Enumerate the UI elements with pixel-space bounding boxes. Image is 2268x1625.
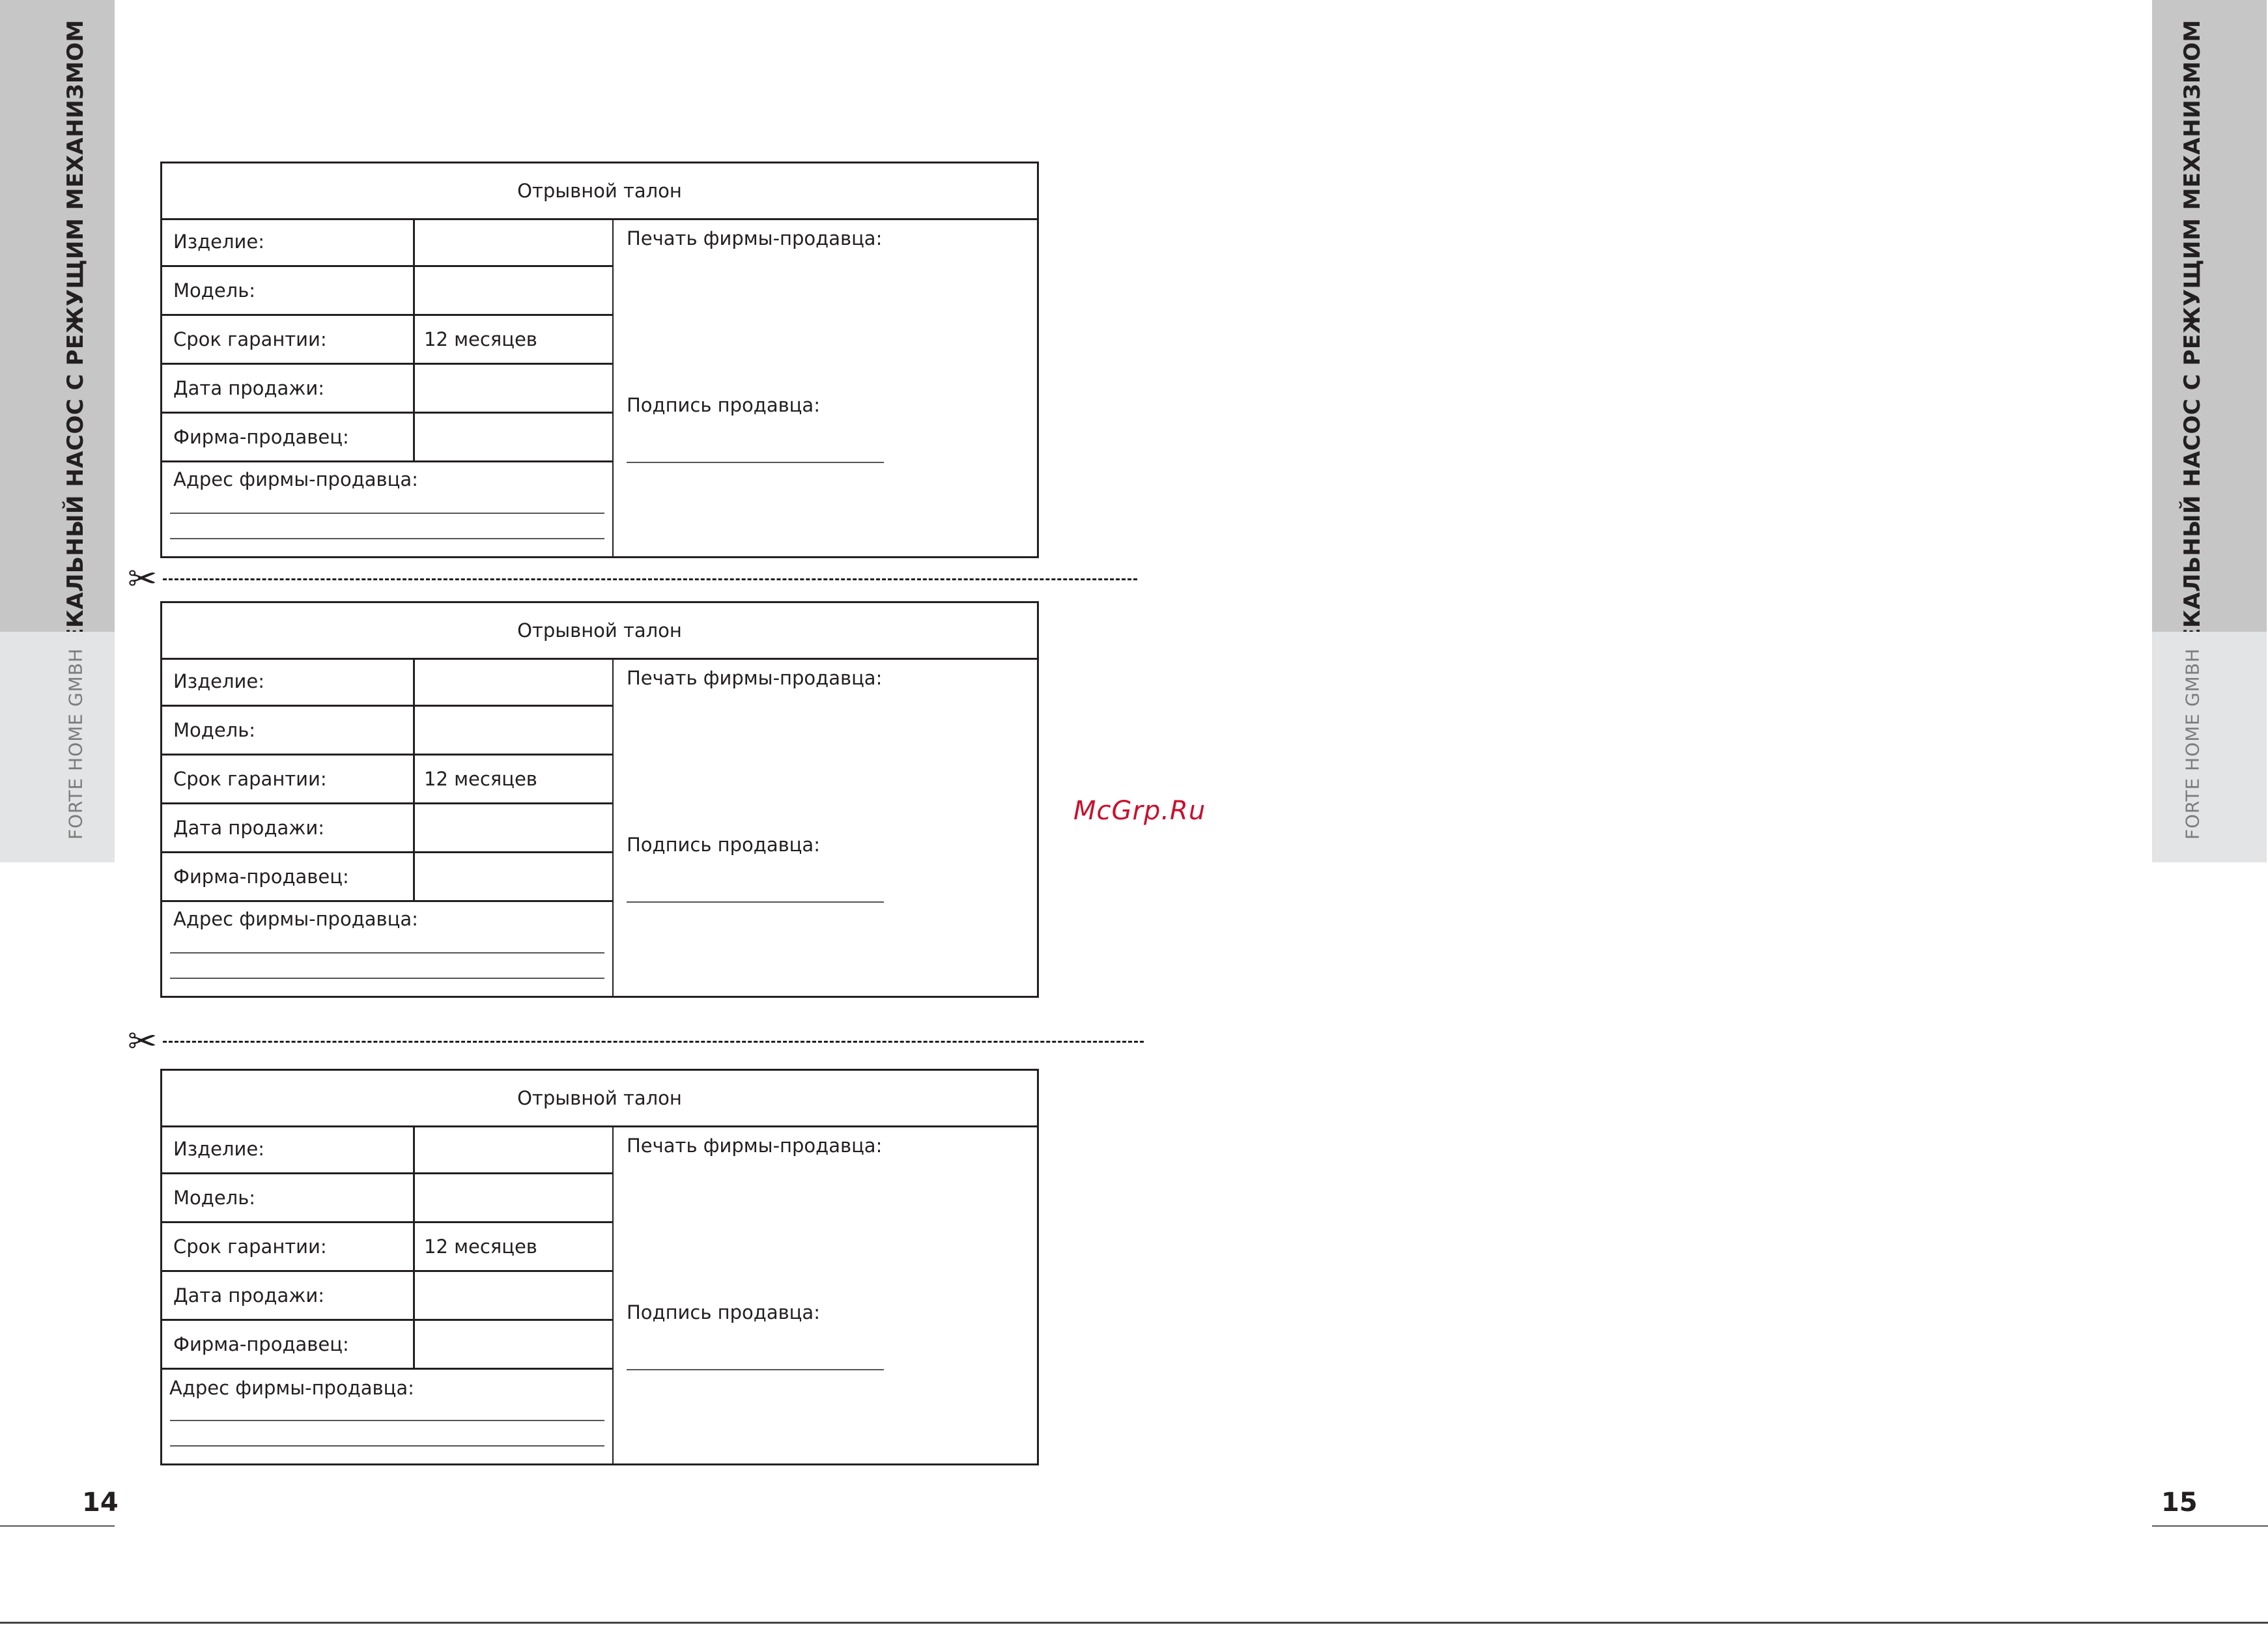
cell-divider xyxy=(413,853,415,900)
row-seller: Фирма-продавец: xyxy=(162,853,612,902)
stamp-label: Печать фирмы-продавца: xyxy=(627,227,883,249)
coupon-2: Отрывной талон Изделие: Модель: Срок гар… xyxy=(160,601,1039,998)
address-label: Адрес фирмы-продавца: xyxy=(173,468,418,490)
cell-divider xyxy=(413,414,415,460)
scissors-icon: ✂ xyxy=(128,558,158,599)
row-warranty: Срок гарантии: 12 месяцев xyxy=(162,1223,612,1272)
row-seller: Фирма-продавец: xyxy=(162,414,612,462)
seller-label: Фирма-продавец: xyxy=(173,426,349,448)
signature-label: Подпись продавца: xyxy=(627,394,820,416)
address-line xyxy=(170,1420,604,1421)
stamp-label: Печать фирмы-продавца: xyxy=(627,1135,883,1157)
scissors-icon: ✂ xyxy=(128,1021,158,1062)
cell-divider xyxy=(413,1125,415,1172)
row-warranty: Срок гарантии: 12 месяцев xyxy=(162,756,612,804)
coupon-title: Отрывной талон xyxy=(162,603,1037,660)
coupon-3: Отрывной талон Изделие: Модель: Срок гар… xyxy=(160,1069,1039,1465)
row-sale-date: Дата продажи: xyxy=(162,804,612,853)
side-tab-brand-right: FORTE HOME GMBH xyxy=(2152,632,2267,862)
address-label: Адрес фирмы-продавца: xyxy=(173,908,418,930)
column-separator xyxy=(612,1125,614,1463)
address-line xyxy=(170,513,604,514)
product-label: Изделие: xyxy=(173,231,265,253)
product-label: Изделие: xyxy=(173,1138,265,1160)
row-warranty: Срок гарантии: 12 месяцев xyxy=(162,316,612,365)
signature-label: Подпись продавца: xyxy=(627,1301,820,1323)
cell-divider xyxy=(413,218,415,265)
coupon-1: Отрывной талон Изделие: Модель: Срок гар… xyxy=(160,162,1039,558)
stamp-label: Печать фирмы-продавца: xyxy=(627,667,883,689)
address-line xyxy=(170,978,604,979)
signature-line xyxy=(627,1369,884,1370)
sale-date-label: Дата продажи: xyxy=(173,1284,324,1307)
model-label: Модель: xyxy=(173,1187,256,1209)
side-tab-title-right: ФЕКАЛЬНЫЙ НАСОС С РЕЖУЩИМ МЕХАНИЗМОМ xyxy=(2152,0,2267,666)
sale-date-label: Дата продажи: xyxy=(173,377,324,399)
row-product: Изделие: xyxy=(162,218,612,267)
row-model: Модель: xyxy=(162,1174,612,1223)
cut-line xyxy=(163,1041,1144,1043)
cell-divider xyxy=(413,1272,415,1319)
model-label: Модель: xyxy=(173,279,256,302)
column-separator xyxy=(612,218,614,556)
cell-divider xyxy=(413,804,415,851)
cell-divider xyxy=(413,658,415,705)
row-product: Изделие: xyxy=(162,1125,612,1174)
warranty-value: 12 месяцев xyxy=(424,1236,537,1258)
cell-divider xyxy=(413,267,415,314)
warranty-label: Срок гарантии: xyxy=(173,1236,327,1258)
seller-label: Фирма-продавец: xyxy=(173,866,349,888)
coupon-title: Отрывной талон xyxy=(162,1071,1037,1127)
row-model: Модель: xyxy=(162,267,612,316)
signature-label: Подпись продавца: xyxy=(627,834,820,856)
page-bottom-rule xyxy=(0,1622,2268,1624)
sale-date-label: Дата продажи: xyxy=(173,817,324,839)
warranty-value: 12 месяцев xyxy=(424,328,537,350)
cell-divider xyxy=(413,707,415,754)
page-number-right: 15 xyxy=(2161,1488,2198,1518)
row-sale-date: Дата продажи: xyxy=(162,365,612,414)
address-line xyxy=(170,538,604,539)
cell-divider xyxy=(413,316,415,363)
side-title-right: ФЕКАЛЬНЫЙ НАСОС С РЕЖУЩИМ МЕХАНИЗМОМ xyxy=(2179,20,2205,666)
cut-line xyxy=(163,578,1137,580)
warranty-value: 12 месяцев xyxy=(424,768,537,790)
cell-divider xyxy=(413,756,415,802)
row-product: Изделие: xyxy=(162,658,612,707)
signature-line xyxy=(627,901,884,903)
warranty-label: Срок гарантии: xyxy=(173,768,327,790)
watermark: McGrp.Ru xyxy=(1073,796,1206,826)
coupon-title: Отрывной талон xyxy=(162,163,1037,220)
side-brand-right: FORTE HOME GMBH xyxy=(2181,647,2204,840)
row-sale-date: Дата продажи: xyxy=(162,1272,612,1321)
column-separator xyxy=(612,658,614,996)
page-number-rule-right xyxy=(2152,1525,2268,1527)
page-number-rule-left xyxy=(0,1525,115,1527)
side-tab-title-left: ФЕКАЛЬНЫЙ НАСОС С РЕЖУЩИМ МЕХАНИЗМОМ xyxy=(0,0,115,666)
address-label: Адрес фирмы-продавца: xyxy=(169,1377,414,1399)
cell-divider xyxy=(413,1223,415,1270)
row-model: Модель: xyxy=(162,707,612,756)
model-label: Модель: xyxy=(173,719,256,741)
side-brand-left: FORTE HOME GMBH xyxy=(64,647,87,840)
page-number-left: 14 xyxy=(82,1488,119,1518)
side-title-left: ФЕКАЛЬНЫЙ НАСОС С РЕЖУЩИМ МЕХАНИЗМОМ xyxy=(63,20,89,666)
address-line xyxy=(170,1445,604,1447)
cell-divider xyxy=(413,1321,415,1368)
side-tab-brand-left: FORTE HOME GMBH xyxy=(0,632,115,862)
cell-divider xyxy=(413,1174,415,1221)
product-label: Изделие: xyxy=(173,670,265,692)
warranty-label: Срок гарантии: xyxy=(173,328,327,350)
cell-divider xyxy=(413,365,415,412)
signature-line xyxy=(627,462,884,463)
seller-label: Фирма-продавец: xyxy=(173,1333,349,1355)
address-line xyxy=(170,952,604,954)
row-seller: Фирма-продавец: xyxy=(162,1321,612,1370)
